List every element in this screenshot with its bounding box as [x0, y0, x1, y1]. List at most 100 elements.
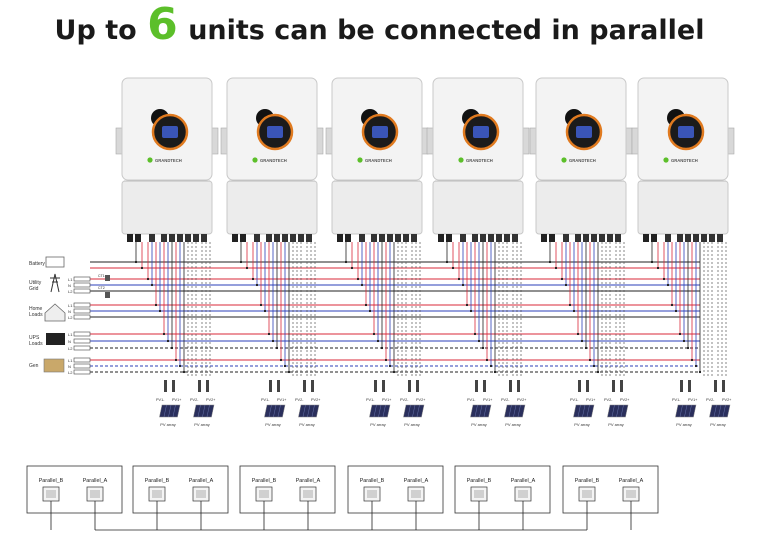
pv-terminal-label: PV2+	[722, 398, 732, 402]
junction-dot	[368, 309, 372, 313]
pv-array-label: PV array	[404, 422, 420, 427]
solar-panel-gridline	[416, 405, 420, 417]
junction-dot	[140, 266, 144, 270]
solar-panel-gridline	[163, 405, 167, 417]
ups-loads-icon	[46, 333, 65, 345]
solar-panel-gridline	[713, 405, 717, 417]
junction-dot	[650, 260, 654, 264]
inverter-cable-gland	[345, 234, 351, 242]
line-label: L2	[68, 370, 73, 375]
source-label: Home	[29, 306, 43, 312]
pv-terminal-label: PV2-	[400, 398, 409, 402]
inverter-brand-label: GRANDTECH	[260, 158, 287, 163]
pv-terminal-label: PV2+	[517, 398, 527, 402]
solar-panel-icon	[709, 404, 731, 418]
inverter-lower-panel	[226, 180, 318, 235]
line-label: L1	[68, 277, 73, 282]
pv-terminal-label: PV1+	[172, 398, 182, 402]
inverter-cable-gland	[298, 234, 304, 242]
solar-panel-icon	[369, 404, 391, 418]
inverter-handle	[316, 127, 324, 155]
parallel-port-frame	[132, 465, 229, 514]
parallel-port-box: Parallel_B Parallel_A	[454, 465, 551, 530]
junction-dot	[568, 303, 572, 307]
source-label: Utility	[29, 280, 42, 286]
brand-logo-icon	[458, 157, 464, 163]
inverter-cable-gland	[169, 234, 175, 242]
inverter-cable-gland	[677, 234, 683, 242]
rj45-jack	[411, 490, 421, 498]
solar-panel-gridline	[508, 405, 512, 417]
pv-terminal-label: PV2+	[416, 398, 426, 402]
line-label: L1	[68, 332, 73, 337]
junction-dot	[178, 364, 182, 368]
terminal-block	[73, 345, 91, 351]
line-label: L1	[68, 358, 73, 363]
rj45-jack	[474, 490, 484, 498]
junction-dot	[245, 266, 249, 270]
rj45-jack	[196, 490, 206, 498]
parallel-b-label: Parallel_B	[467, 478, 492, 484]
ct-label: CT2	[98, 286, 105, 290]
ct-clamp-icon	[105, 275, 110, 281]
inverter-brand-label: GRANDTECH	[569, 158, 596, 163]
parallel-port-frame	[239, 465, 336, 514]
inverter-brand-label: GRANDTECH	[466, 158, 493, 163]
inverter-handle	[426, 127, 434, 155]
inverter-brand-label: GRANDTECH	[671, 158, 698, 163]
inverter-cable-gland	[306, 234, 312, 242]
inverter-cable-gland	[496, 234, 502, 242]
junction-dot	[259, 303, 263, 307]
inverter-lcd-screen	[678, 126, 694, 138]
parallel-a-label: Parallel_A	[511, 478, 536, 484]
pv-terminal-label: PV1+	[277, 398, 287, 402]
parallel-a-label: Parallel_A	[619, 478, 644, 484]
inverter-cable-gland	[337, 234, 343, 242]
brand-logo-icon	[663, 157, 669, 163]
inverter-unit: GRANDTECH	[631, 77, 735, 242]
solar-panel-gridline	[172, 405, 176, 417]
junction-dot	[469, 309, 473, 313]
inverter-cable-gland	[717, 234, 723, 242]
solar-panel-gridline	[684, 405, 688, 417]
pv-terminal-label: PV1-	[366, 398, 375, 402]
pv-terminal-label: PV1-	[570, 398, 579, 402]
terminal-block	[73, 314, 91, 320]
solar-panel-gridline	[168, 405, 172, 417]
mc4-connector	[303, 380, 306, 392]
junction-dot	[174, 358, 178, 362]
pv-array-label: PV array	[574, 422, 590, 427]
inverter-cable-gland	[266, 234, 272, 242]
junction-dot	[364, 303, 368, 307]
inverter-cable-gland	[504, 234, 510, 242]
source-label: Loads	[29, 312, 43, 318]
mc4-connector	[680, 380, 683, 392]
source-label: UPS	[29, 335, 40, 341]
solar-panel-icon	[470, 404, 492, 418]
title-number: 6	[147, 0, 178, 50]
inverter-brand-label: GRANDTECH	[155, 158, 182, 163]
pv-terminal-label: PV1+	[688, 398, 698, 402]
inverter-cable-gland	[387, 234, 393, 242]
pv-terminal-label: PV2+	[311, 398, 321, 402]
junction-dot	[682, 339, 686, 343]
terminal-block	[73, 331, 91, 337]
source-generator: Gen	[29, 358, 65, 373]
junction-dot	[271, 339, 275, 343]
mc4-connector	[714, 380, 717, 392]
inverter-unit: GRANDTECH	[426, 77, 530, 242]
solar-panel-gridline	[582, 405, 586, 417]
junction-dot	[182, 370, 186, 374]
inverter-unit: GRANDTECH	[115, 77, 219, 242]
solar-panel-gridline	[277, 405, 281, 417]
solar-panel-gridline	[577, 405, 581, 417]
pv-terminal-label: PV2-	[604, 398, 613, 402]
parallel-port-frame	[347, 465, 444, 514]
junction-dot	[166, 339, 170, 343]
junction-dot	[360, 283, 364, 287]
rj45-jack	[152, 490, 162, 498]
rj45-jack	[367, 490, 377, 498]
line-label: L2	[68, 289, 73, 294]
